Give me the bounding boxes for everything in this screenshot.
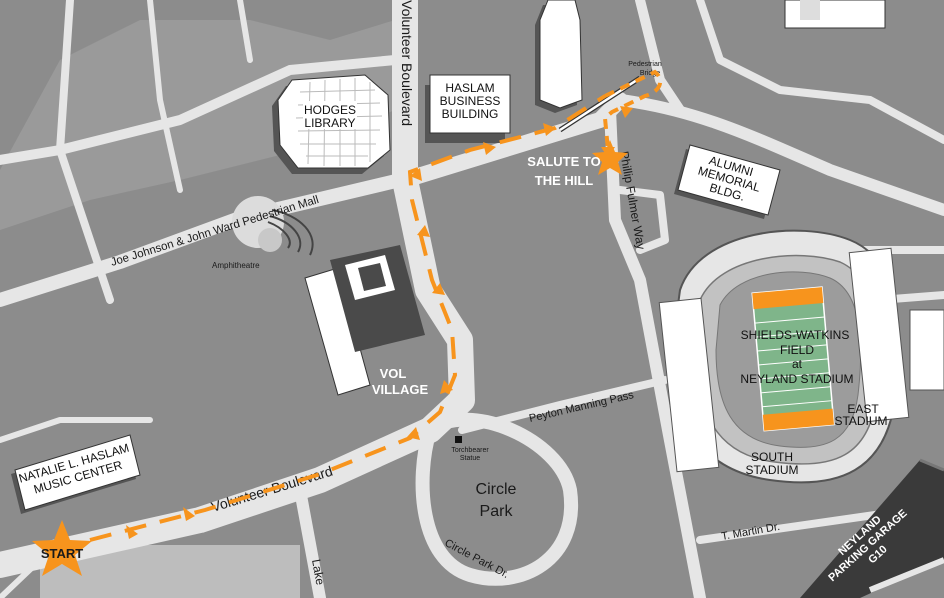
salute-label-2: THE HILL — [535, 173, 594, 188]
torchbearer-label-2: Statue — [460, 455, 480, 462]
south-stadium-label-1: SOUTH — [751, 450, 793, 464]
walking-route — [89, 69, 663, 542]
field-name-label-2: FIELD — [780, 343, 814, 357]
start-marker[interactable]: START — [32, 520, 92, 576]
alumni-memorial-building[interactable]: ALUMNI MEMORIAL BLDG. — [674, 144, 781, 219]
start-label: START — [41, 546, 83, 561]
east-stadium-label-2: STADIUM — [834, 414, 887, 428]
haslam-label-1: HASLAM — [445, 81, 494, 95]
field-name-label-3: at — [792, 357, 803, 371]
tower-building — [535, 0, 583, 113]
haslam-label-3: BUILDING — [442, 107, 499, 121]
amphitheatre — [232, 196, 314, 256]
haslam-label-2: BUSINESS — [440, 94, 501, 108]
pedestrian-bridge-label-1: Pedestrian — [628, 61, 662, 68]
pedestrian-bridge-label-2: Bridge — [640, 70, 660, 77]
torchbearer-statue[interactable]: Torchbearer Statue — [451, 436, 489, 462]
top-right-building — [784, 0, 886, 29]
circle-park-label-2: Park — [480, 503, 514, 520]
rail-line — [868, 557, 944, 593]
salute-to-the-hill-marker[interactable]: SALUTE TO THE HILL — [527, 140, 628, 188]
street-label-volunteer-blvd-vertical: Volunteer Boulevard — [399, 0, 415, 126]
circle-park-label-1: Circle — [476, 481, 517, 498]
east-stadium-label-1: EAST — [847, 402, 879, 416]
hodges-library[interactable]: HODGES LIBRARY — [272, 74, 391, 174]
football-field — [751, 286, 835, 432]
haslam-business-building[interactable]: HASLAM BUSINESS BUILDING — [425, 74, 511, 143]
vol-village-label-1: VOL — [380, 366, 407, 381]
field-name-label-4: NEYLAND STADIUM — [740, 372, 853, 386]
south-stadium-label-2: STADIUM — [745, 463, 798, 477]
neyland-stadium[interactable]: SHIELDS-WATKINS FIELD at NEYLAND STADIUM… — [658, 229, 944, 484]
street-label-lake: Lake — [309, 558, 327, 586]
vol-village-label-2: VILLAGE — [372, 382, 429, 397]
salute-label-1: SALUTE TO — [527, 154, 600, 169]
hodges-library-label-2: LIBRARY — [304, 116, 355, 130]
torchbearer-label-1: Torchbearer — [451, 447, 489, 454]
amphitheatre-label: Amphitheatre — [212, 261, 260, 270]
vol-village[interactable]: VOL VILLAGE — [304, 245, 429, 397]
field-name-label-1: SHIELDS-WATKINS — [741, 328, 850, 342]
hodges-library-label-1: HODGES — [304, 103, 356, 117]
